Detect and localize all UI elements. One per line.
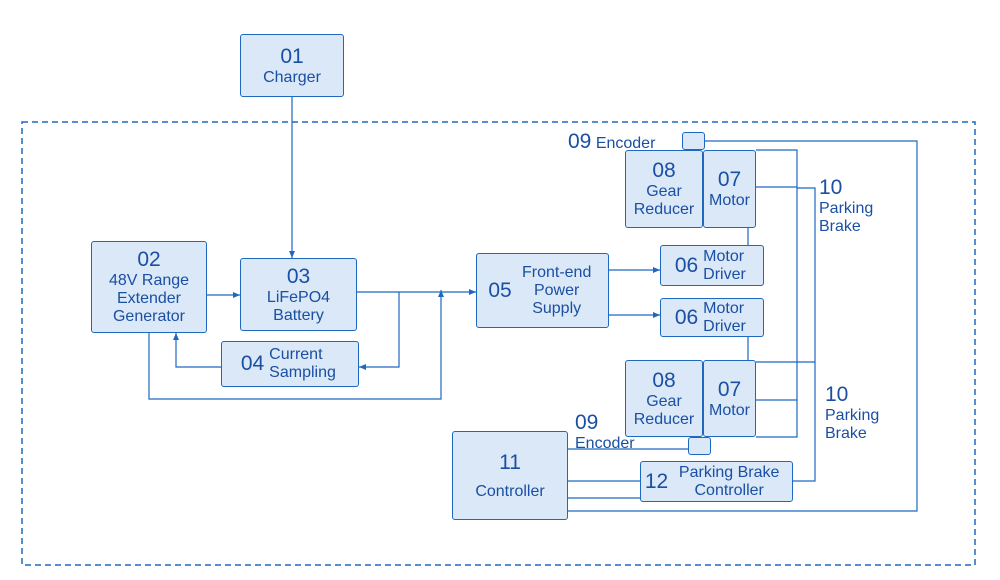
battery-number: 03 xyxy=(286,264,311,288)
encoder-number-bottom: 09 xyxy=(575,411,599,434)
encoder-box-top xyxy=(682,132,705,150)
sampling-label: Current Sampling xyxy=(269,346,336,381)
parking-brake-caption-bottom: 10 Parking Brake xyxy=(825,383,905,443)
brake-controller-number: 12 xyxy=(644,469,669,493)
parking-brake-caption-top: 10 Parking Brake xyxy=(819,176,899,236)
controller-label: Controller xyxy=(475,482,545,500)
supply-number: 05 xyxy=(488,278,512,302)
battery-box: 03 LiFePO4 Battery xyxy=(240,258,357,331)
gear-number-top: 08 xyxy=(652,159,676,182)
motor-number-bottom: 07 xyxy=(717,377,742,401)
gear-reducer-box-top: 08 Gear Reducer xyxy=(625,150,703,228)
motor-label-top: Motor xyxy=(709,192,750,209)
wire-encoder-top-controller xyxy=(568,140,918,512)
encoder-label-top: Encoder xyxy=(595,135,656,152)
wire-sampling-generator xyxy=(173,333,221,368)
encoder-caption-bottom: 09 Encoder xyxy=(575,411,635,453)
generator-label: 48V Range Extender Generator xyxy=(108,272,190,325)
wire-battery-sampling xyxy=(359,292,400,370)
current-sampling-box: 04 Current Sampling xyxy=(221,341,359,387)
driver-number-bottom: 06 xyxy=(674,305,699,329)
parking-brake-controller-box: 12 Parking Brake Controller xyxy=(640,461,793,502)
gear-label-bottom: Gear Reducer xyxy=(633,392,695,428)
wire-brake-bus-right xyxy=(793,187,816,482)
generator-box: 02 48V Range Extender Generator xyxy=(91,241,207,333)
battery-label: LiFePO4 Battery xyxy=(266,288,331,324)
charger-box: 01 Charger xyxy=(240,34,344,97)
power-supply-box: 05 Front-end Power Supply xyxy=(476,253,609,328)
driver-label-top: Motor Driver xyxy=(703,247,746,283)
controller-number: 11 xyxy=(499,450,521,474)
system-boundary xyxy=(21,121,976,566)
charger-number: 01 xyxy=(280,44,304,68)
gear-number-bottom: 08 xyxy=(652,368,676,392)
supply-label: Front-end Power Supply xyxy=(521,263,592,317)
driver-label-bottom: Motor Driver xyxy=(703,299,746,335)
encoder-box-bottom xyxy=(688,437,711,455)
encoder-label-bottom: Encoder xyxy=(575,435,635,452)
controller-box: 11 Controller xyxy=(452,431,568,520)
brake-number-bottom: 10 xyxy=(825,383,849,406)
gear-reducer-box-bottom: 08 Gear Reducer xyxy=(625,360,703,437)
brake-label-bottom: Parking Brake xyxy=(825,407,880,442)
wire-generator-loop xyxy=(148,290,444,400)
brake-controller-label: Parking Brake Controller xyxy=(678,463,780,499)
brake-number-top: 10 xyxy=(819,176,843,199)
motor-label-bottom: Motor xyxy=(709,401,750,419)
sampling-number: 04 xyxy=(240,352,265,375)
motor-number-top: 07 xyxy=(717,168,742,191)
motor-box-top: 07 Motor xyxy=(703,150,756,228)
encoder-caption-top: 09 Encoder xyxy=(568,130,655,154)
generator-number: 02 xyxy=(137,248,161,271)
wire-brake-bus-left xyxy=(756,149,798,438)
gear-label-top: Gear Reducer xyxy=(633,183,695,218)
motor-driver-box-bottom: 06 Motor Driver xyxy=(660,298,764,337)
motor-box-bottom: 07 Motor xyxy=(703,360,756,437)
driver-number-top: 06 xyxy=(674,253,699,277)
brake-label-top: Parking Brake xyxy=(819,200,874,235)
motor-driver-box-top: 06 Motor Driver xyxy=(660,245,764,286)
charger-label: Charger xyxy=(263,68,321,86)
encoder-number-top: 09 xyxy=(568,130,592,153)
